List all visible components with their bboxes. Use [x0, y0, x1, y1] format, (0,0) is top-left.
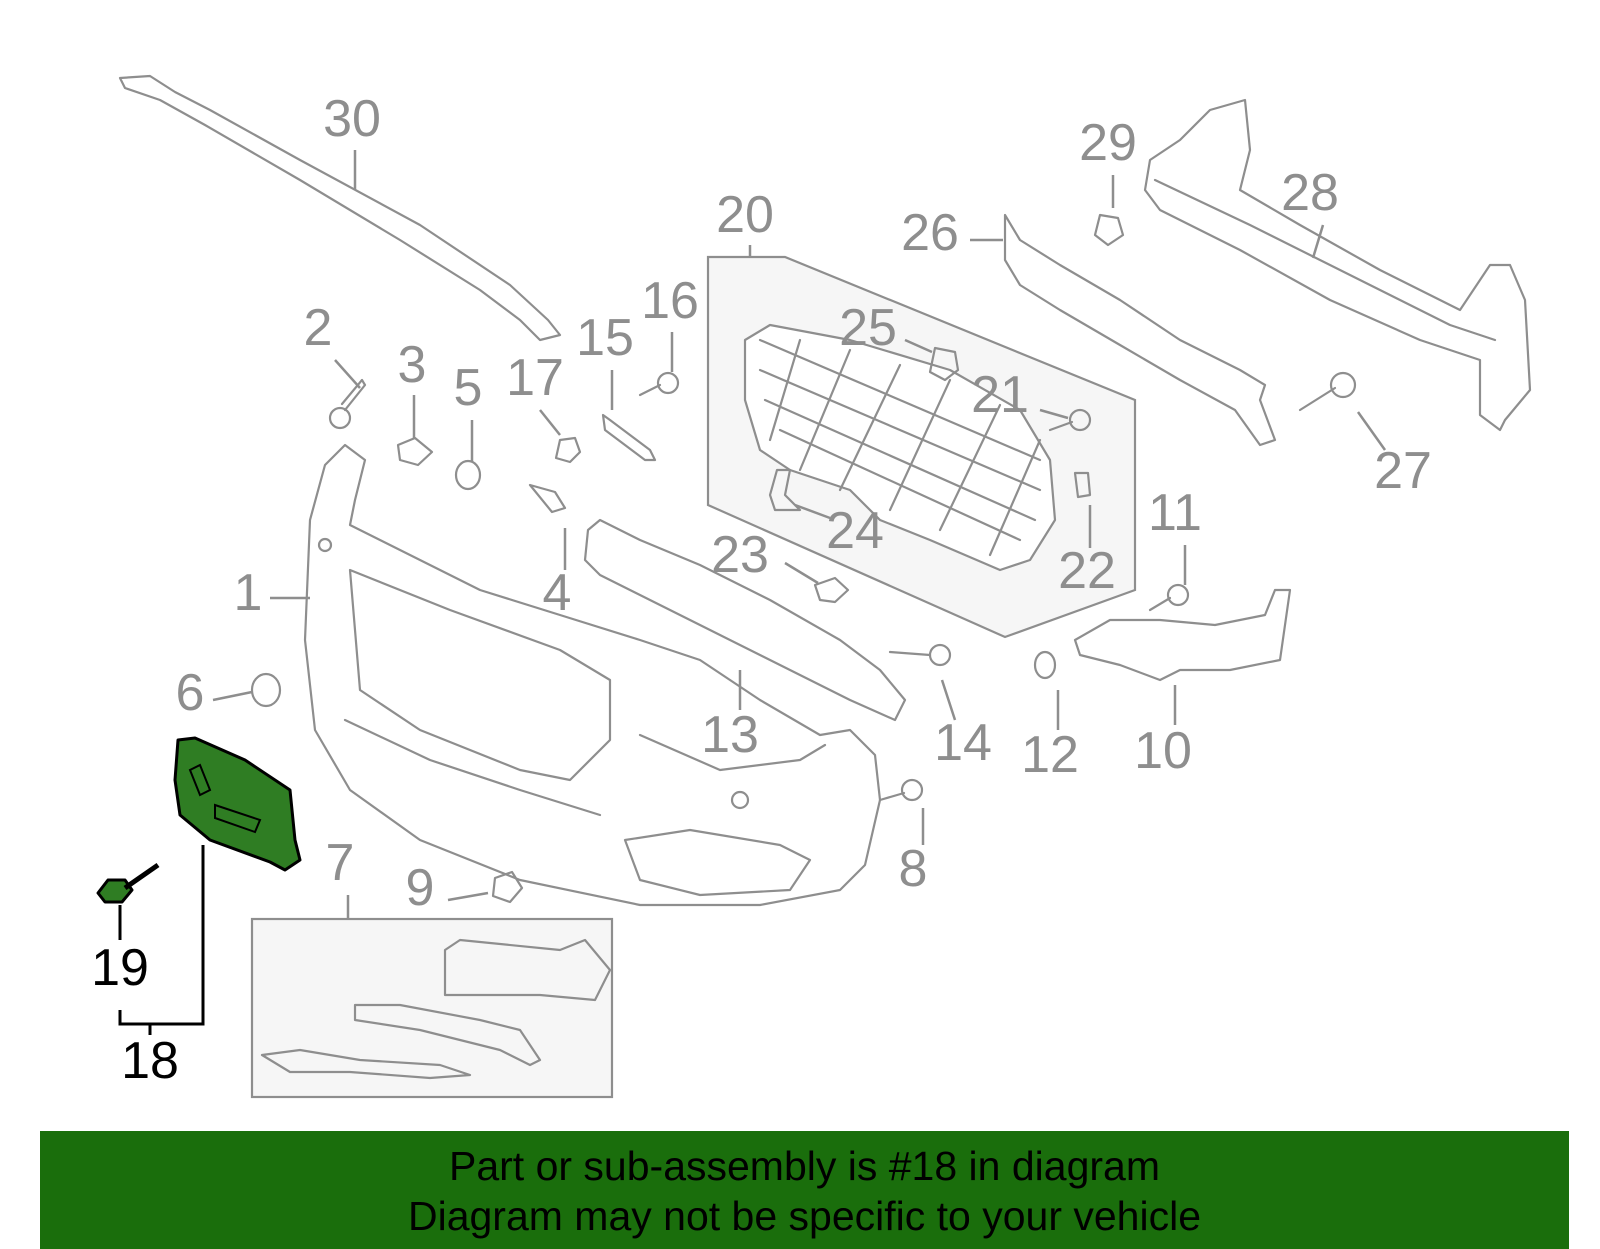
parts-diagram: 30 2 3 5 17 15 16 20 25 21 26 29 28 27 2… — [91, 74, 1532, 1099]
part-18-license-bracket — [173, 736, 302, 872]
callout-2: 2 — [304, 299, 333, 357]
callout-27: 27 — [1374, 442, 1432, 500]
callout-24: 24 — [826, 502, 884, 560]
callout-30: 30 — [323, 90, 381, 148]
callout-7: 7 — [326, 834, 355, 892]
callout-18: 18 — [121, 1032, 179, 1090]
callout-22: 22 — [1058, 542, 1116, 600]
callout-8: 8 — [899, 840, 928, 898]
part-20-grille-mesh — [743, 323, 1057, 572]
lower-trim-panel — [250, 917, 614, 1099]
callout-13: 13 — [701, 706, 759, 764]
callout-29: 29 — [1079, 114, 1137, 172]
part-7-trim-pieces — [260, 938, 612, 1080]
banner-line-2: Diagram may not be specific to your vehi… — [407, 1193, 1201, 1239]
callout-3: 3 — [398, 336, 427, 394]
callout-14: 14 — [934, 714, 992, 772]
part-28-reinforcement-beam — [1143, 98, 1532, 432]
callout-23: 23 — [711, 526, 769, 584]
part-13-grille-bar — [583, 518, 907, 722]
fastener-parts — [250, 213, 1357, 904]
callout-19: 19 — [91, 939, 149, 997]
callout-25: 25 — [839, 299, 897, 357]
banner-line-1: Part or sub-assembly is #18 in diagram — [449, 1143, 1160, 1189]
part-26-bracket — [1003, 213, 1277, 447]
callout-4: 4 — [543, 564, 572, 622]
leader-lines — [118, 150, 1387, 1035]
part-1-bumper-cover — [303, 443, 882, 907]
callout-1: 1 — [234, 564, 263, 622]
info-banner: Part or sub-assembly is #18 in diagram D… — [40, 1131, 1569, 1249]
part-10-bracket — [1073, 588, 1292, 682]
part-30-upper-strip — [118, 74, 562, 342]
callout-5: 5 — [454, 359, 483, 417]
callout-11: 11 — [1148, 484, 1202, 542]
callout-17: 17 — [506, 349, 564, 407]
callout-21: 21 — [971, 366, 1029, 424]
callout-15: 15 — [576, 309, 634, 367]
part-19-screw — [96, 862, 160, 904]
callout-20: 20 — [716, 186, 774, 244]
callout-28: 28 — [1281, 164, 1339, 222]
callout-6: 6 — [176, 664, 205, 722]
callout-16: 16 — [641, 272, 699, 330]
callout-12: 12 — [1021, 726, 1079, 784]
callout-26: 26 — [901, 204, 959, 262]
callout-10: 10 — [1134, 722, 1192, 780]
callout-9: 9 — [406, 859, 435, 917]
